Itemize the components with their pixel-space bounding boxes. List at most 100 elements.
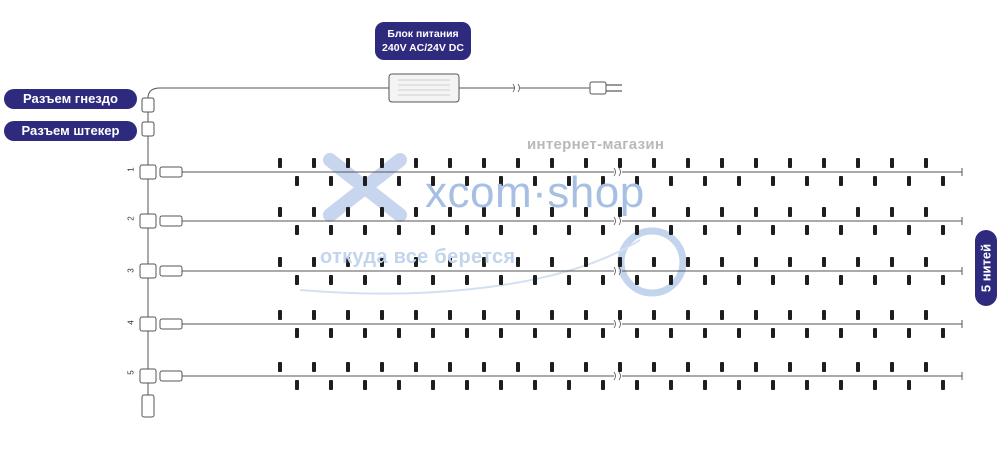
led-bulb-icon <box>941 225 945 235</box>
led-bulb-icon <box>873 328 877 338</box>
led-bulb-icon <box>924 362 928 372</box>
power-supply-unit <box>388 73 460 103</box>
led-bulb-icon <box>550 362 554 372</box>
led-bulb-icon <box>907 328 911 338</box>
plug-connector-icon <box>141 121 155 137</box>
strand-connector-icon <box>159 370 183 382</box>
led-bulb-icon <box>839 380 843 390</box>
tee-connector-icon <box>139 263 157 279</box>
led-bulb-icon <box>788 207 792 217</box>
led-bulb-icon <box>686 362 690 372</box>
led-bulb-icon <box>720 158 724 168</box>
led-bulb-icon <box>584 207 588 217</box>
led-bulb-icon <box>737 275 741 285</box>
led-bulb-icon <box>516 207 520 217</box>
strand-connector-icon <box>159 318 183 330</box>
led-bulb-icon <box>856 257 860 267</box>
strand-count-text: 5 нитей <box>978 243 994 293</box>
led-bulb-icon <box>499 225 503 235</box>
tee-connector-icon <box>139 164 157 180</box>
power-supply-spec: 240V AC/24V DC <box>382 42 464 54</box>
led-bulb-icon <box>805 380 809 390</box>
led-bulb-icon <box>414 362 418 372</box>
led-bulb-icon <box>397 275 401 285</box>
led-bulb-icon <box>788 362 792 372</box>
led-bulb-icon <box>737 328 741 338</box>
led-bulb-icon <box>414 158 418 168</box>
led-bulb-icon <box>380 158 384 168</box>
tee-connector-icon <box>139 368 157 384</box>
strand-break-mark <box>613 319 621 329</box>
led-bulb-icon <box>669 225 673 235</box>
strand-break-mark <box>613 371 621 381</box>
led-bulb-icon <box>346 257 350 267</box>
led-bulb-icon <box>312 257 316 267</box>
led-bulb-icon <box>448 310 452 320</box>
led-bulb-icon <box>499 176 503 186</box>
led-bulb-icon <box>805 275 809 285</box>
led-bulb-icon <box>941 275 945 285</box>
led-bulb-icon <box>363 328 367 338</box>
led-bulb-icon <box>533 225 537 235</box>
strand-connector-icon <box>159 265 183 277</box>
led-bulb-icon <box>533 275 537 285</box>
led-bulb-icon <box>550 207 554 217</box>
led-bulb-icon <box>601 176 605 186</box>
led-bulb-icon <box>873 225 877 235</box>
led-bulb-icon <box>720 257 724 267</box>
led-bulb-icon <box>397 380 401 390</box>
led-bulb-icon <box>703 380 707 390</box>
cable-break-mark <box>512 83 520 93</box>
led-bulb-icon <box>567 328 571 338</box>
led-bulb-icon <box>771 380 775 390</box>
led-bulb-icon <box>822 207 826 217</box>
socket-connector-label: Разъем гнездо <box>4 89 137 109</box>
led-bulb-icon <box>890 362 894 372</box>
tee-connector-icon <box>139 316 157 332</box>
led-bulb-icon <box>397 176 401 186</box>
led-bulb-icon <box>431 176 435 186</box>
led-bulb-icon <box>822 257 826 267</box>
led-bulb-icon <box>805 176 809 186</box>
strand-number-3: 3 <box>126 268 136 273</box>
led-bulb-icon <box>788 158 792 168</box>
led-bulb-icon <box>516 362 520 372</box>
led-bulb-icon <box>448 207 452 217</box>
led-bulb-icon <box>465 328 469 338</box>
led-bulb-icon <box>618 257 622 267</box>
led-bulb-icon <box>856 310 860 320</box>
led-bulb-icon <box>907 275 911 285</box>
led-bulb-icon <box>312 362 316 372</box>
led-bulb-icon <box>567 225 571 235</box>
led-bulb-icon <box>312 158 316 168</box>
power-supply-label: Блок питания 240V AC/24V DC <box>375 22 471 60</box>
led-bulb-icon <box>414 207 418 217</box>
led-bulb-icon <box>499 380 503 390</box>
led-bulb-icon <box>295 380 299 390</box>
led-bulb-icon <box>805 328 809 338</box>
led-bulb-icon <box>788 257 792 267</box>
led-bulb-icon <box>584 158 588 168</box>
led-bulb-icon <box>924 257 928 267</box>
led-bulb-icon <box>839 225 843 235</box>
led-bulb-icon <box>550 257 554 267</box>
led-bulb-icon <box>380 257 384 267</box>
led-bulb-icon <box>465 225 469 235</box>
led-bulb-icon <box>465 275 469 285</box>
led-bulb-icon <box>924 207 928 217</box>
led-bulb-icon <box>346 362 350 372</box>
led-bulb-icon <box>703 225 707 235</box>
strand-break-mark <box>613 266 621 276</box>
led-bulb-icon <box>686 207 690 217</box>
led-bulb-icon <box>907 225 911 235</box>
led-bulb-icon <box>380 207 384 217</box>
led-bulb-icon <box>363 380 367 390</box>
led-bulb-icon <box>839 275 843 285</box>
led-bulb-icon <box>652 207 656 217</box>
led-bulb-icon <box>635 328 639 338</box>
led-bulb-icon <box>278 207 282 217</box>
output-cable <box>147 87 389 160</box>
led-bulb-icon <box>516 310 520 320</box>
strand-number-1: 1 <box>126 167 136 172</box>
